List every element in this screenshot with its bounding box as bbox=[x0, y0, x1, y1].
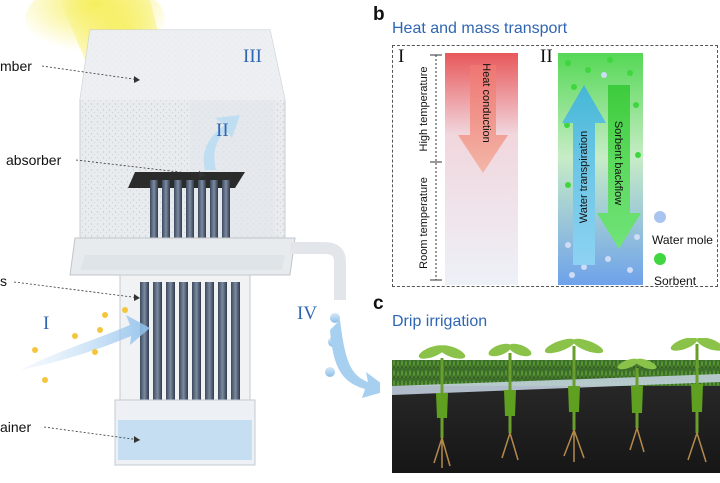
roman-IV: IV bbox=[297, 303, 318, 324]
water-transpiration-arrow bbox=[562, 85, 606, 265]
drip-irrigation-scene bbox=[392, 338, 720, 473]
panel-b-letter: b bbox=[373, 4, 385, 25]
plant bbox=[418, 345, 466, 468]
sorbent-backflow-arrow bbox=[597, 85, 641, 249]
label-chamber: mber bbox=[0, 58, 32, 74]
panel-b-title: Heat and mass transport bbox=[392, 20, 568, 37]
room-temperature-label: Room temperature bbox=[418, 177, 430, 269]
water-transpiration-label: Water transpiration bbox=[578, 131, 590, 224]
leader-lines bbox=[13, 65, 206, 441]
lower-tubes bbox=[140, 282, 240, 432]
heat-conduction-arrow bbox=[458, 65, 508, 173]
panel-b-frame bbox=[392, 45, 718, 287]
high-temperature-label: High temperature bbox=[418, 67, 430, 152]
legend-sorbent-icon bbox=[654, 253, 666, 265]
label-container: ainer bbox=[0, 419, 32, 435]
plants bbox=[418, 338, 720, 468]
roman-II: II bbox=[216, 120, 229, 141]
water-dots bbox=[565, 72, 640, 278]
sorbent-backflow-label: Sorbent backflow bbox=[612, 121, 624, 205]
plant bbox=[670, 338, 720, 463]
plant bbox=[617, 358, 657, 453]
vapor-arrow bbox=[203, 115, 240, 170]
roman-I: I bbox=[43, 313, 50, 334]
section-I-label: I bbox=[398, 46, 405, 67]
water-molecules bbox=[32, 307, 128, 383]
legend-water-icon bbox=[654, 211, 666, 223]
air-inflow-arrow bbox=[20, 315, 150, 370]
plant bbox=[488, 343, 532, 461]
panel-a-illustration: mber absorber s ainer III II I IV bbox=[0, 0, 390, 466]
roman-III: III bbox=[243, 46, 262, 67]
device-drawing bbox=[13, 0, 390, 466]
temperature-bracket bbox=[430, 54, 442, 281]
legend-water-label: Water mole bbox=[652, 233, 713, 247]
panel-c-letter: c bbox=[373, 293, 384, 314]
label-absorber: absorber bbox=[6, 152, 62, 168]
panel-b-diagram: High temperature Room temperature Heat c… bbox=[418, 53, 666, 285]
legend-sorbent-label: Sorbent bbox=[654, 274, 697, 288]
drip-arrow bbox=[330, 320, 390, 398]
chamber-roof bbox=[80, 30, 285, 100]
upper-tubes bbox=[150, 180, 230, 240]
section-II-label: II bbox=[540, 46, 553, 67]
heat-conduction-label: Heat conduction bbox=[480, 63, 492, 143]
panel-c-title: Drip irrigation bbox=[392, 313, 488, 330]
mass-transport-column bbox=[558, 53, 643, 285]
sorbent-dots bbox=[564, 57, 641, 188]
plant bbox=[544, 338, 604, 462]
drain-pipe bbox=[290, 242, 346, 300]
label-tubes: s bbox=[0, 273, 7, 289]
